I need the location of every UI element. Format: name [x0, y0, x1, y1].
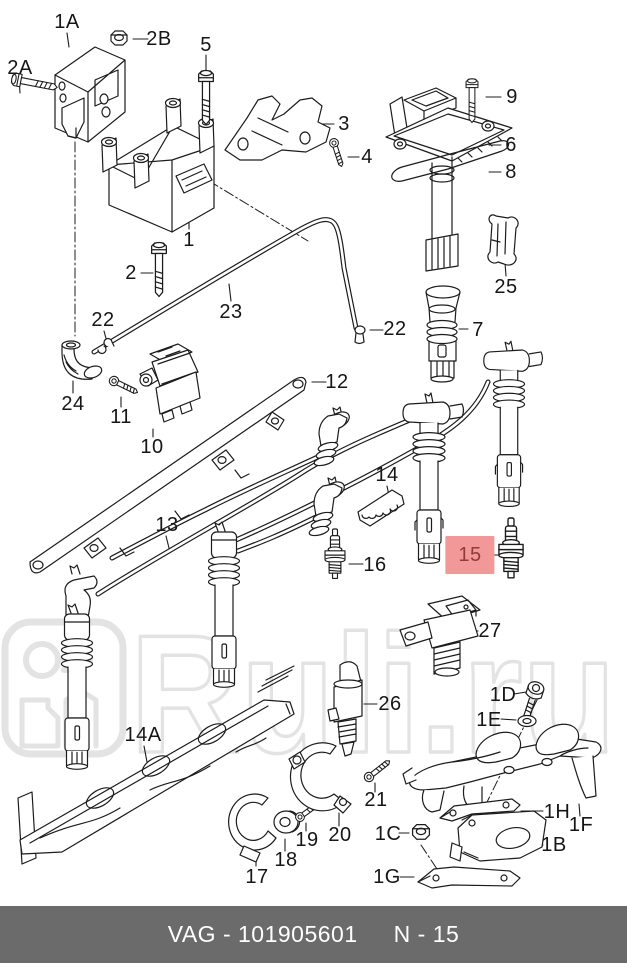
part-label-15[interactable]: 15	[445, 536, 495, 574]
part-label-1H[interactable]: 1H	[543, 801, 571, 823]
part-art-22-clip-right	[354, 325, 366, 345]
part-label-1C[interactable]: 1C	[374, 823, 402, 845]
part-art-20-clamp	[288, 742, 352, 814]
part-label-12[interactable]: 12	[325, 371, 349, 393]
part-art-3-bracket	[224, 95, 331, 161]
part-label-22[interactable]: 22	[383, 318, 407, 340]
part-art-17-clamp	[228, 793, 277, 863]
part-label-2A[interactable]: 2A	[7, 57, 33, 79]
part-label-14A[interactable]: 14A	[124, 724, 162, 746]
part-label-2B[interactable]: 2B	[146, 28, 172, 50]
part-label-20[interactable]: 20	[328, 824, 352, 846]
part-art-1B-shield	[449, 810, 547, 862]
part-art-18-grommet	[273, 810, 301, 834]
part-label-17[interactable]: 17	[245, 866, 269, 888]
part-label-25[interactable]: 25	[494, 276, 518, 298]
part-art-12-bracket-rail	[29, 376, 307, 574]
part-art-1D-bolt	[523, 681, 545, 719]
part-label-23[interactable]: 23	[219, 301, 243, 323]
part-art-22-clip-left	[97, 338, 115, 354]
part-label-2[interactable]: 2	[125, 262, 137, 284]
part-label-1A[interactable]: 1A	[54, 11, 80, 33]
catalog-part-number: VAG - 101905601	[167, 921, 358, 947]
part-label-13[interactable]: 13	[155, 514, 179, 536]
part-label-7[interactable]: 7	[472, 319, 484, 341]
part-art-23-lead	[91, 217, 359, 355]
part-art-14A-cover	[17, 665, 295, 865]
part-label-1D[interactable]: 1D	[489, 684, 517, 706]
part-label-1F[interactable]: 1F	[568, 814, 594, 836]
part-label-1B[interactable]: 1B	[541, 834, 567, 856]
part-label-5[interactable]: 5	[200, 34, 212, 56]
part-art-25-clip	[487, 214, 519, 266]
part-label-24[interactable]: 24	[61, 393, 85, 415]
part-art-8-gasket	[391, 140, 510, 182]
part-art-27-sensor	[399, 595, 481, 677]
part-art-6-coil	[385, 87, 513, 272]
catalog-page-ref: N - 15	[393, 921, 460, 947]
part-art-1-coil	[100, 97, 215, 233]
part-label-18[interactable]: 18	[274, 849, 298, 871]
part-label-21[interactable]: 21	[364, 789, 388, 811]
diagram-canvas: Ruli.ru	[1, 30, 618, 889]
part-label-19[interactable]: 19	[295, 829, 319, 851]
part-art-14-comb	[357, 489, 405, 527]
part-label-6[interactable]: 6	[505, 134, 517, 156]
part-art-26-sensor	[327, 661, 363, 757]
part-art-7-boot	[425, 285, 461, 383]
part-label-1G[interactable]: 1G	[373, 866, 401, 888]
part-label-1E[interactable]: 1E	[476, 709, 502, 731]
part-label-1[interactable]: 1	[183, 229, 195, 251]
part-art-1H-strip	[439, 798, 521, 822]
part-label-9[interactable]: 9	[506, 86, 518, 108]
part-art-24-elbow	[61, 340, 103, 380]
part-art-1A-coil	[54, 46, 126, 143]
catalog-footer-bar: VAG - 101905601 N - 15	[0, 906, 627, 963]
part-label-14[interactable]: 14	[375, 464, 399, 486]
part-label-3[interactable]: 3	[338, 113, 350, 135]
part-label-8[interactable]: 8	[505, 161, 517, 183]
part-label-27[interactable]: 27	[478, 620, 502, 642]
part-art-1F-bracket	[402, 723, 602, 813]
part-art-1G-strip	[417, 866, 521, 889]
part-label-26[interactable]: 26	[378, 693, 402, 715]
part-label-4[interactable]: 4	[361, 146, 373, 168]
part-art-10-module	[139, 343, 201, 423]
part-label-22[interactable]: 22	[91, 309, 115, 331]
part-label-16[interactable]: 16	[363, 554, 387, 576]
part-label-11[interactable]: 11	[110, 406, 132, 428]
part-art-13-boots	[60, 340, 544, 770]
part-art-1E-washer	[517, 714, 537, 728]
part-art-13-wires	[95, 379, 491, 597]
part-label-10[interactable]: 10	[140, 436, 164, 458]
